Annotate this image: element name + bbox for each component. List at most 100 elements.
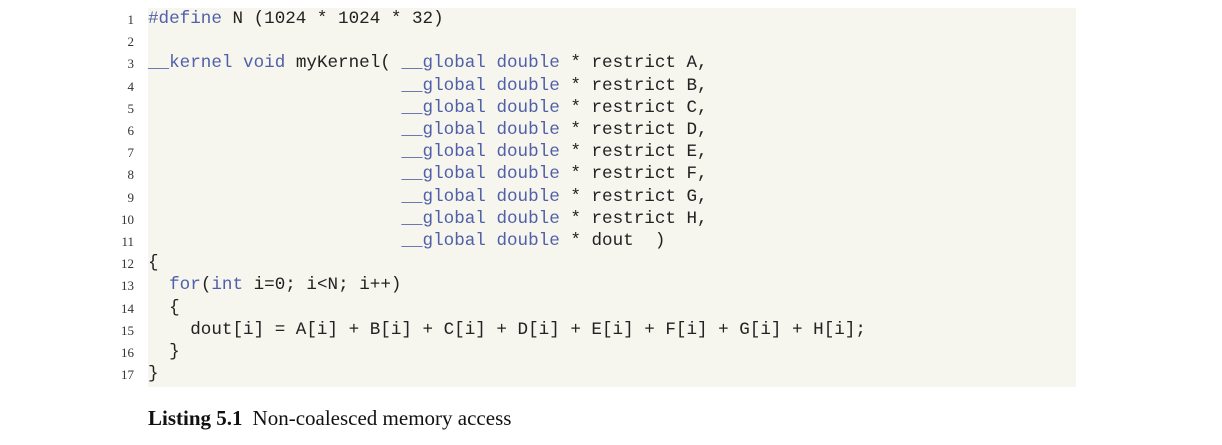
line-number: 10: [121, 211, 134, 227]
code-keyword: __global: [401, 142, 486, 163]
code-token: [148, 76, 401, 96]
code-text: }: [148, 363, 159, 385]
code-keyword: double: [496, 164, 560, 185]
code-token: [148, 275, 169, 295]
code-line: 8 __global double * restrict F,: [0, 163, 1100, 185]
code-token: [148, 164, 401, 184]
code-text: {: [148, 297, 180, 319]
code-keyword: double: [496, 231, 560, 251]
code-keyword: double: [496, 208, 560, 229]
code-block-background: [148, 8, 1076, 387]
code-keyword: __global: [401, 120, 486, 140]
line-number: 2: [127, 34, 135, 50]
code-token: [148, 187, 401, 207]
code-token: * restrict H,: [559, 208, 708, 229]
code-text: __global double * restrict G,: [148, 186, 707, 208]
code-keyword: __global: [401, 231, 486, 251]
code-keyword: __kernel: [148, 53, 233, 74]
code-line: 11 __global double * dout ): [0, 230, 1100, 252]
code-line: 7 __global double * restrict E,: [0, 141, 1100, 163]
code-token: * restrict F,: [559, 164, 708, 185]
code-token: [486, 120, 497, 140]
code-token: [232, 53, 243, 73]
line-number: 6: [127, 123, 135, 138]
code-text: for(int i=0; i<N; i++): [148, 274, 401, 296]
line-number: 12: [121, 256, 134, 272]
code-token: [486, 76, 497, 96]
code-line: 17}: [0, 363, 1100, 385]
code-token: i=0; i<N; i++): [243, 275, 402, 296]
code-token: {: [148, 297, 180, 318]
code-text: __global double * restrict F,: [148, 163, 708, 185]
code-token: (: [200, 275, 212, 296]
code-token: [486, 231, 497, 251]
code-token: * restrict A,: [559, 53, 708, 74]
code-text: __global double * restrict E,: [148, 141, 708, 163]
line-number: 17: [121, 367, 134, 383]
caption-text: Non-coalesced memory access: [252, 406, 512, 430]
line-number: 11: [121, 234, 134, 249]
line-number: 9: [127, 189, 135, 205]
code-line: 16 }: [0, 341, 1100, 363]
line-number: 15: [121, 322, 134, 338]
line-number: 13: [121, 278, 134, 294]
code-token: * restrict C,: [559, 97, 708, 118]
code-token: [148, 231, 401, 251]
code-line: 14 {: [0, 297, 1100, 319]
code-token: }: [148, 342, 180, 362]
code-keyword: double: [496, 142, 560, 163]
code-token: * dout ): [559, 231, 666, 251]
line-number: 7: [127, 145, 135, 161]
code-keyword: __global: [401, 164, 486, 185]
code-text: {: [148, 252, 159, 274]
line-number: 5: [127, 100, 135, 116]
line-number: 16: [121, 345, 134, 360]
code-text: __kernel void myKernel( __global double …: [148, 52, 708, 74]
code-keyword: double: [496, 75, 560, 96]
code-line: 3 __kernel void myKernel( __global double…: [0, 52, 1100, 74]
code-token: myKernel(: [285, 53, 402, 74]
line-number: 4: [127, 78, 135, 94]
listing-caption: Listing 5.1 Non-coalesced memory access: [148, 406, 511, 431]
code-keyword: int: [211, 275, 244, 296]
code-text: __global double * restrict D,: [148, 119, 707, 141]
code-text: __global double * restrict C,: [148, 97, 708, 119]
code-keyword: double: [496, 53, 560, 74]
code-keyword: for: [169, 275, 201, 296]
code-line: 10 __global double * restrict H,: [0, 208, 1100, 230]
code-line: 1#define N (1024 * 1024 * 32): [0, 8, 1100, 30]
code-text: __global double * restrict B,: [148, 75, 707, 97]
line-number: 14: [121, 300, 134, 316]
code-token: [486, 53, 497, 73]
code-keyword: __global: [401, 208, 486, 229]
code-text: dout[i] = A[i] + B[i] + C[i] + D[i] + E[…: [148, 319, 866, 341]
code-keyword: double: [496, 120, 560, 140]
code-keyword: double: [496, 186, 560, 207]
code-line: 2: [0, 30, 1100, 52]
line-number: 3: [127, 56, 135, 72]
code-token: [148, 98, 401, 118]
code-keyword: __global: [401, 97, 486, 118]
caption-label: Listing 5.1: [148, 406, 243, 430]
code-line: 15 dout[i] = A[i] + B[i] + C[i] + D[i] +…: [0, 319, 1100, 341]
code-keyword: __global: [401, 75, 486, 96]
code-line: 4 __global double * restrict B,: [0, 75, 1100, 97]
code-token: dout[i] = A[i] + B[i] + C[i] + D[i] + E[…: [148, 319, 866, 340]
code-text: }: [148, 341, 180, 363]
code-text: __global double * restrict H,: [148, 208, 708, 230]
code-line: 9 __global double * restrict G,: [0, 186, 1100, 208]
code-keyword: double: [496, 97, 560, 118]
code-text: #define N (1024 * 1024 * 32): [148, 8, 444, 30]
code-token: [486, 164, 497, 184]
code-token: [148, 142, 401, 162]
code-token: N (1024 * 1024 * 32): [221, 9, 444, 29]
code-token: [486, 209, 497, 229]
code-keyword: __global: [401, 53, 486, 74]
code-token: {: [148, 253, 159, 274]
code-token: [486, 142, 497, 162]
code-line: 12 {: [0, 252, 1100, 274]
code-token: [148, 209, 401, 229]
code-keyword: #define: [148, 9, 222, 29]
code-token: * restrict E,: [559, 142, 708, 163]
code-line: 5 __global double * restrict C,: [0, 97, 1100, 119]
